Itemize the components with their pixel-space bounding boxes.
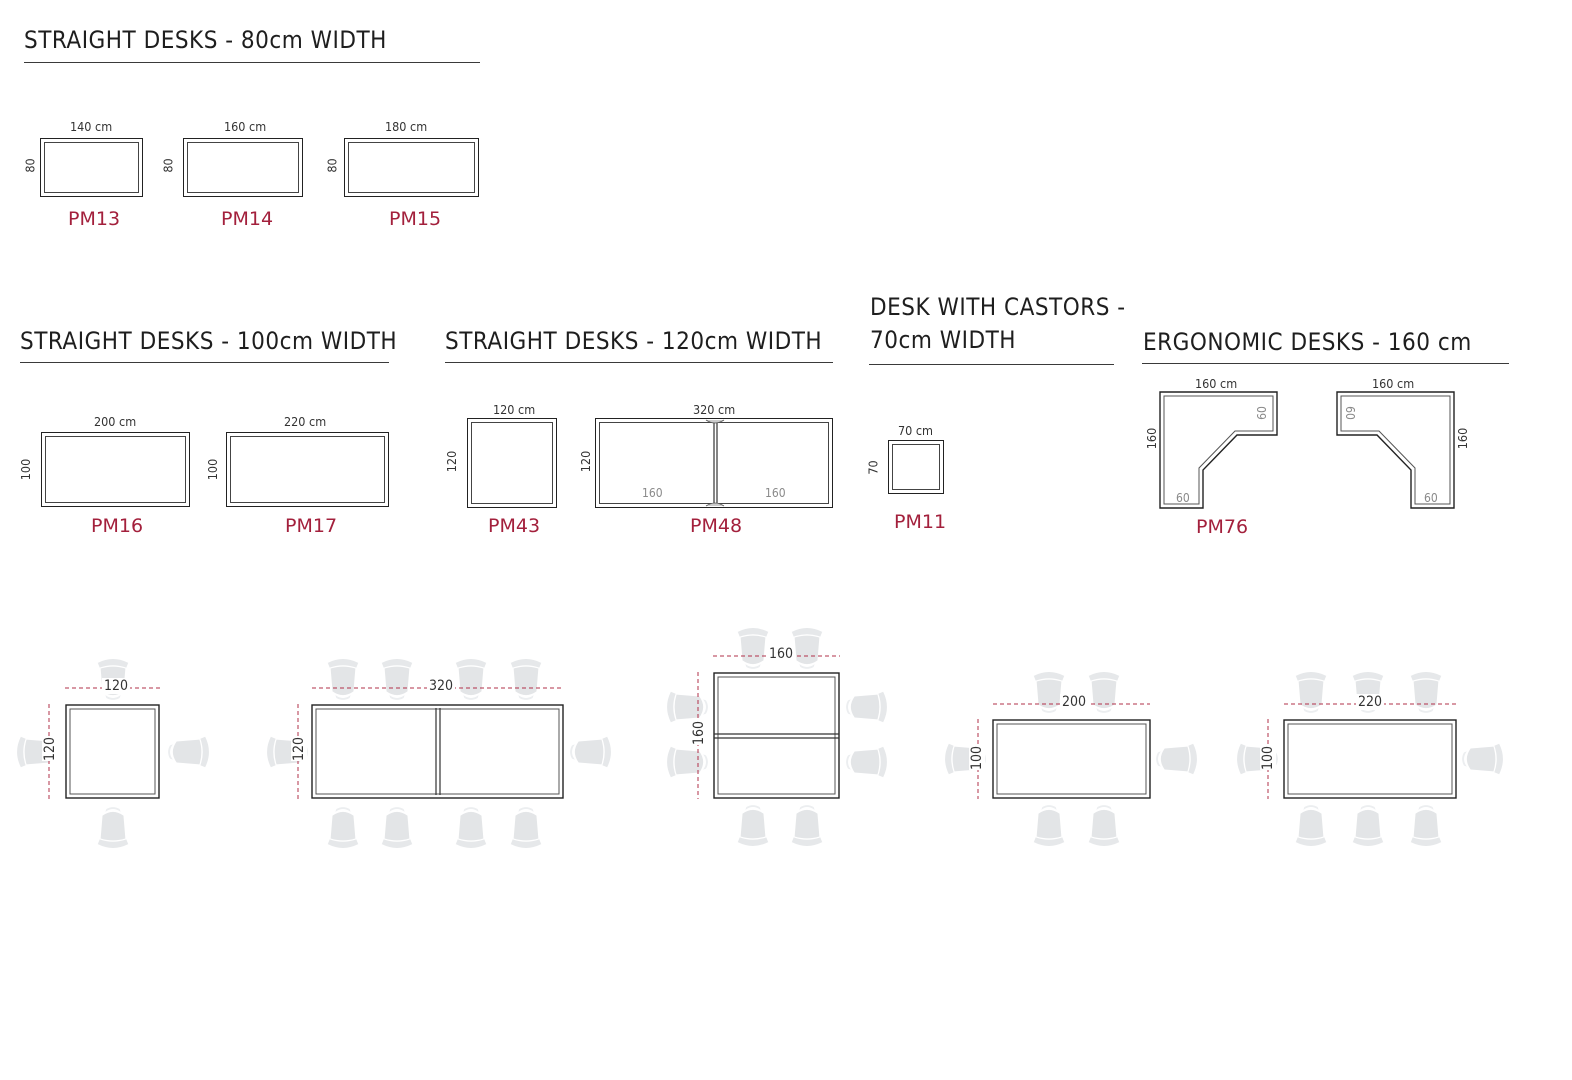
pm76-right-shape [1336,391,1455,509]
section-rule-120cm [445,362,833,363]
section-rule-80cm [24,62,480,63]
desk-code-pm16: PM16 [91,515,144,537]
pm15-width-label: 180 cm [385,119,428,134]
pm48-center-join [705,419,725,507]
pm76-right-width-label: 160 cm [1372,376,1415,391]
section-title-120cm: STRAIGHT DESKS - 120cm WIDTH [445,327,823,355]
layout5-depth-label: 100 [1260,745,1277,771]
section-title-ergonomic: ERGONOMIC DESKS - 160 cm [1143,328,1472,356]
section-title-100cm: STRAIGHT DESKS - 100cm WIDTH [20,327,398,355]
layout-320x120 [267,659,611,848]
desk-pm43 [467,418,557,508]
pm11-width-label: 70 cm [898,423,934,438]
section-rule-ergonomic [1142,363,1509,364]
pm14-width-label: 160 cm [224,119,267,134]
section-rule-100cm [20,362,389,363]
desk-code-pm48: PM48 [690,515,743,537]
desk-pm15 [344,138,479,197]
pm48-module-right-label: 160 [765,486,786,500]
layout2-depth-label: 120 [291,736,308,762]
desk-code-pm14: PM14 [221,208,274,230]
section-title-80cm: STRAIGHT DESKS - 80cm WIDTH [24,26,387,54]
layout3-depth-label: 160 [691,720,708,746]
pm76-left-shape [1159,391,1278,509]
desk-pm14 [183,138,303,197]
desk-code-pm17: PM17 [285,515,338,537]
pm76-left-return-label: 60 [1176,491,1190,505]
desk-code-pm13: PM13 [68,208,121,230]
pm76-left-width-label: 160 cm [1195,376,1238,391]
desk-code-pm43: PM43 [488,515,541,537]
pm48-width-label: 320 cm [693,402,736,417]
section-title-castors-line2: 70cm WIDTH [870,326,1016,354]
layout-120x120 [17,659,209,848]
layout3-width-label: 160 [767,646,796,662]
desk-pm11 [888,440,944,494]
layout4-depth-label: 100 [969,745,986,771]
pm43-width-label: 120 cm [493,402,536,417]
layout4-width-label: 200 [1060,694,1089,710]
desk-code-pm11: PM11 [894,511,947,533]
section-title-castors-line1: DESK WITH CASTORS - [870,293,1126,321]
layout1-depth-label: 120 [42,736,59,762]
layout5-width-label: 220 [1356,694,1385,710]
layout-160x160 [667,628,887,846]
pm13-width-label: 140 cm [70,119,113,134]
layout1-width-label: 120 [102,678,131,694]
pm76-right-return-label: 60 [1424,491,1438,505]
desk-code-pm15: PM15 [389,208,442,230]
desk-code-pm76: PM76 [1196,516,1249,538]
pm48-module-left-label: 160 [642,486,663,500]
pm16-width-label: 200 cm [94,414,137,429]
desk-pm13 [40,138,143,197]
section-rule-castors [869,364,1114,365]
desk-pm16 [41,432,190,507]
pm17-width-label: 220 cm [284,414,327,429]
layout2-width-label: 320 [427,678,456,694]
desk-pm17 [226,432,389,507]
